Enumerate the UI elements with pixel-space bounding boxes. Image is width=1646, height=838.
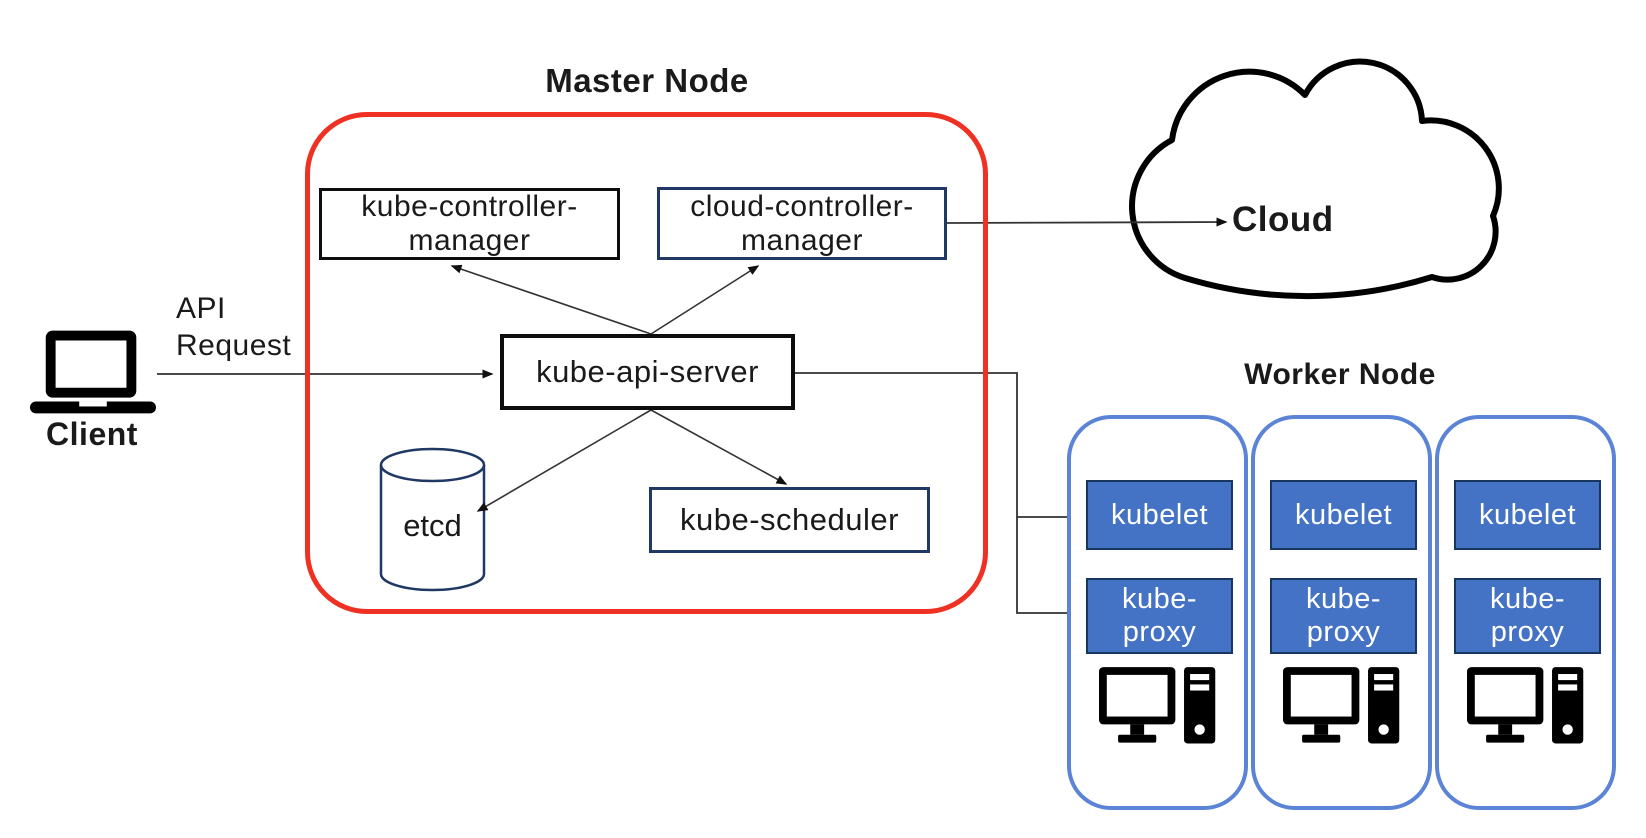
kube-proxy-label-line1: kube-	[1121, 583, 1198, 615]
cloud-controller-manager-box: cloud-controller- manager	[657, 187, 947, 260]
kube-scheduler-box: kube-scheduler	[649, 487, 930, 553]
kubelet-label: kubelet	[1294, 498, 1392, 531]
kubelet-box: kubelet	[1086, 480, 1233, 550]
arrow-api-server-to-cloud-controller-manager	[650, 265, 760, 335]
api-request-line2: Request	[176, 329, 292, 362]
master-node-title: Master Node	[545, 62, 749, 99]
kube-controller-manager-label-line1: kube-controller-	[361, 190, 578, 223]
kubelet-label: kubelet	[1478, 498, 1576, 531]
kube-proxy-box: kube- proxy	[1086, 578, 1233, 654]
desktop-computer-icon	[1283, 667, 1401, 752]
api-request-line1: API	[176, 292, 226, 325]
kube-controller-manager-label-line2: manager	[408, 224, 531, 257]
cloud-label: Cloud	[1232, 200, 1334, 239]
kube-api-server-box: kube-api-server	[500, 334, 795, 410]
cloud-controller-manager-label-line2: manager	[741, 223, 863, 257]
kube-proxy-label-line1: kube-	[1305, 583, 1382, 615]
database-cylinder-top	[379, 447, 486, 483]
worker-node-title: Worker Node	[1244, 358, 1436, 391]
kube-proxy-label-line2: proxy	[1122, 616, 1197, 648]
desktop-computer-icon	[1467, 667, 1585, 752]
arrow-api-server-to-kubelet	[795, 372, 1079, 522]
worker-node-3: kubelet kube- proxy	[1435, 415, 1616, 810]
desktop-computer-icon	[1099, 667, 1217, 752]
kubelet-box: kubelet	[1454, 480, 1601, 550]
kubelet-label: kubelet	[1110, 498, 1208, 531]
kube-controller-manager-box: kube-controller- manager	[319, 188, 620, 260]
cloud-controller-manager-label-line1: cloud-controller-	[690, 189, 914, 223]
arrow-cloud-controller-manager-to-cloud	[946, 217, 1228, 227]
kube-proxy-label-line2: proxy	[1490, 616, 1565, 648]
kube-proxy-box: kube- proxy	[1454, 578, 1601, 654]
cloud-shape	[1129, 58, 1502, 300]
kube-scheduler-label: kube-scheduler	[680, 502, 899, 537]
etcd-label: etcd	[403, 508, 462, 543]
database-cylinder-icon	[379, 465, 486, 592]
arrow-api-server-to-etcd	[476, 409, 652, 512]
arrow-api-server-to-kube-controller-manager	[450, 264, 652, 335]
kube-proxy-label-line2: proxy	[1306, 616, 1381, 648]
kube-api-server-label: kube-api-server	[536, 354, 759, 389]
arrow-api-server-to-kube-scheduler	[650, 409, 788, 485]
kube-proxy-box: kube- proxy	[1270, 578, 1417, 654]
arrow-api-server-to-kube-proxy	[1016, 517, 1079, 618]
worker-node-2: kubelet kube- proxy	[1251, 415, 1432, 810]
kubelet-box: kubelet	[1270, 480, 1417, 550]
laptop-icon	[30, 330, 156, 419]
master-node-boundary	[305, 112, 988, 614]
worker-node-1: kubelet kube- proxy	[1067, 415, 1248, 810]
kube-proxy-label-line1: kube-	[1489, 583, 1566, 615]
api-request-annotation: API Request	[176, 290, 291, 364]
client-label: Client	[46, 416, 138, 452]
